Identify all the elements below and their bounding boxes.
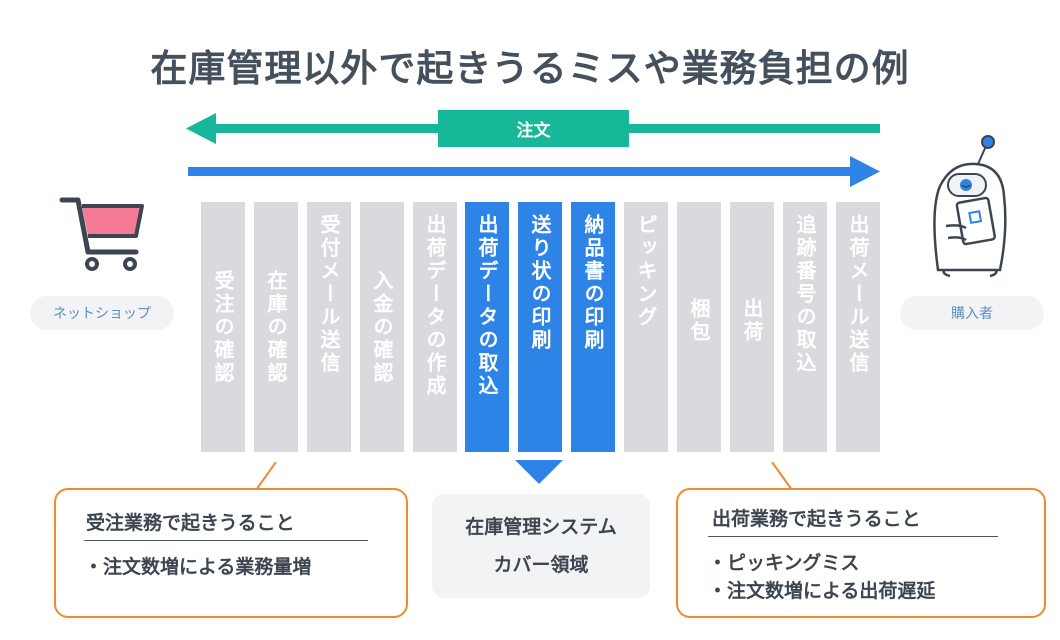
- order-risk-item: ・注文数増による業務量増: [84, 556, 312, 578]
- step-shipping: 出荷: [730, 202, 774, 452]
- step-picking: ピッキング: [624, 202, 668, 452]
- shipping-risk-item-1: ・ピッキングミス: [708, 552, 860, 574]
- coverage-line-1: 在庫管理システム: [465, 516, 617, 538]
- step-order-confirm: 受注の確認: [201, 202, 245, 452]
- step-payment-confirm: 入金の確認: [360, 202, 404, 452]
- step-shipping-data-create: 出荷データの作成: [413, 202, 457, 452]
- order-risk-heading: 受注業務で起きうること: [86, 512, 295, 534]
- left-connector: [255, 462, 277, 491]
- step-stock-confirm: 在庫の確認: [254, 202, 298, 452]
- page-title: 在庫管理以外で起きうるミスや業務負担の例: [150, 47, 910, 90]
- coverage-pointer: [515, 460, 563, 484]
- step-tracking-import: 追跡番号の取込: [783, 202, 827, 452]
- step-invoice-print: 納品書の印刷: [571, 202, 615, 452]
- step-label-print: 送り状の印刷: [518, 202, 562, 452]
- step-shipping-data-import: 出荷データの取込: [465, 202, 509, 452]
- shipping-risk-item-2: ・注文数増による出荷遅延: [708, 580, 936, 602]
- shipping-risk-heading: 出荷業務で起きうること: [712, 508, 921, 530]
- buyer-robot-icon: [933, 135, 1007, 278]
- shipping-risk-divider: [708, 536, 998, 537]
- coverage-line-2: カバー領域: [493, 554, 589, 576]
- order-label: 注文: [438, 110, 629, 147]
- shopping-cart-icon: [59, 197, 144, 271]
- step-packing: 梱包: [677, 202, 721, 452]
- step-receipt-mail: 受付メール送信: [307, 202, 351, 452]
- buyer-label: 購入者: [900, 296, 1044, 330]
- order-risk-box: [54, 488, 408, 618]
- flow-arrow: [188, 156, 880, 187]
- right-connector: [771, 462, 793, 491]
- shop-label: ネットショップ: [30, 296, 174, 330]
- step-shipping-mail: 出荷メール送信: [836, 202, 880, 452]
- coverage-box: 在庫管理システム カバー領域: [432, 494, 650, 598]
- shipping-risk-box: [676, 488, 1046, 618]
- order-risk-divider: [84, 540, 368, 541]
